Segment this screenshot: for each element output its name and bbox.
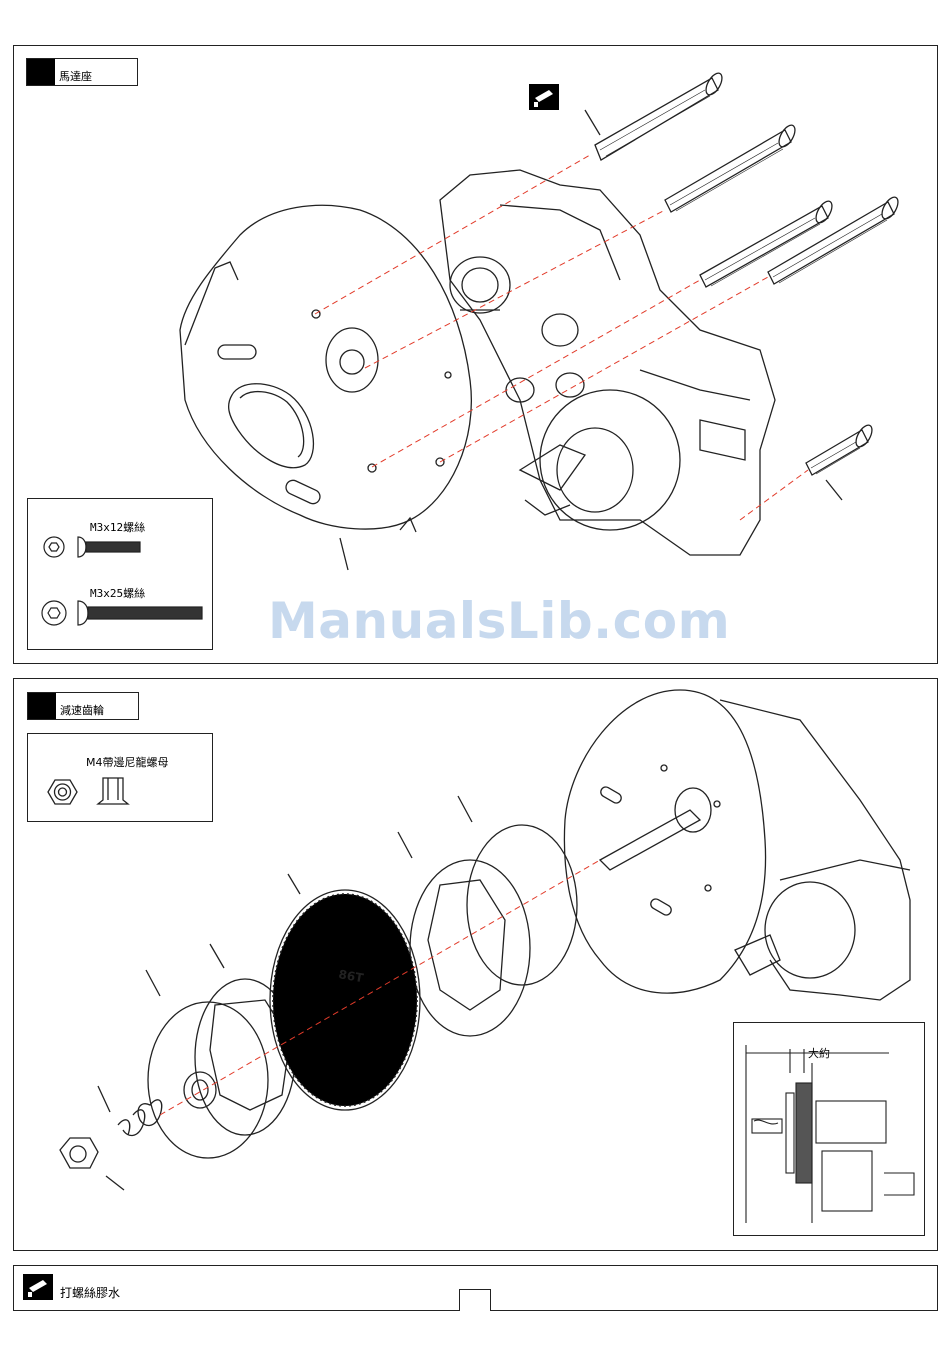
thread-lock-legend-icon [23,1274,53,1300]
page-number-tab [459,1289,491,1311]
thread-lock-legend-text: 打螺絲膠水 [60,1284,120,1301]
clearance-inset: 大約 [733,1022,925,1236]
